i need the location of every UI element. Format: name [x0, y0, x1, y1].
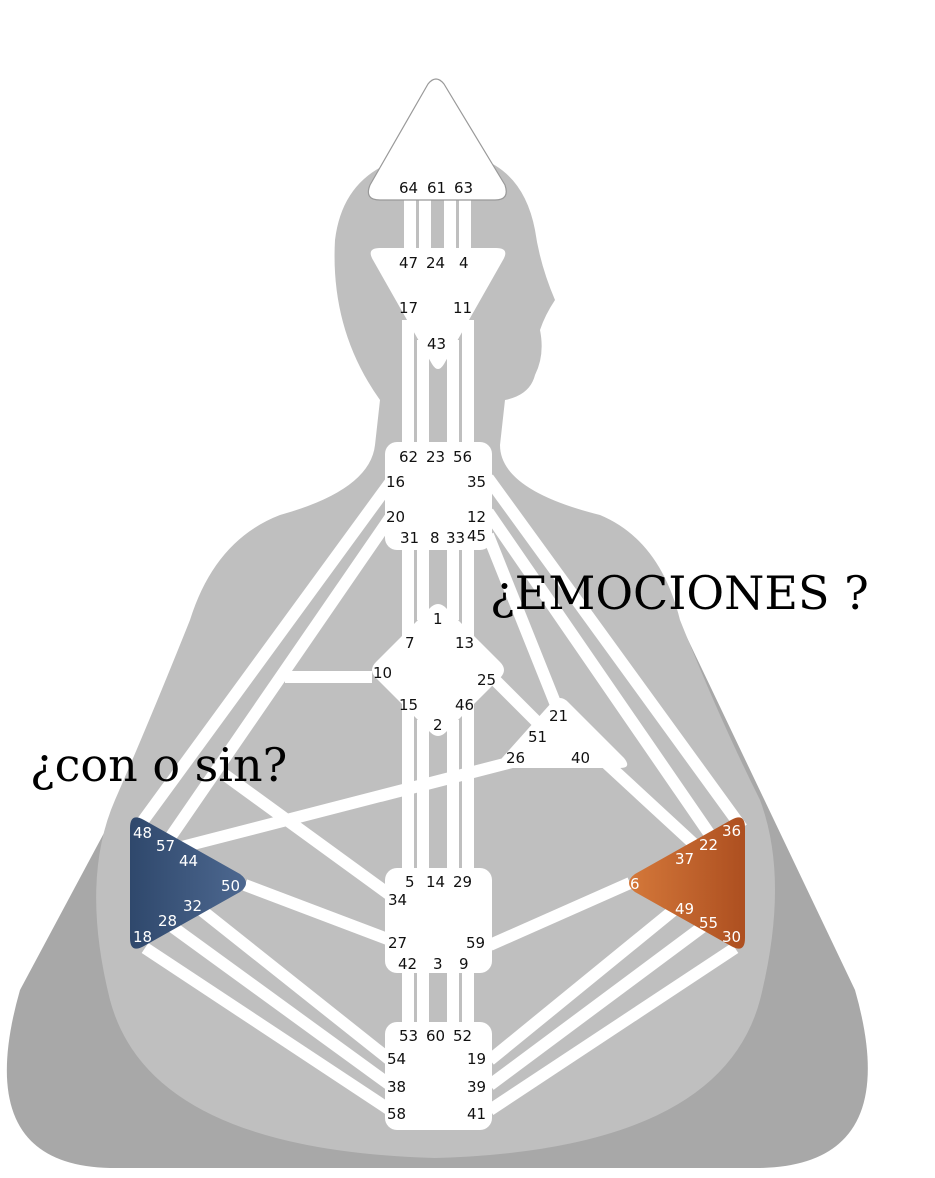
gate: 48 — [133, 824, 152, 842]
gate: 10 — [373, 664, 392, 682]
gate: 20 — [386, 508, 405, 526]
gate: 39 — [467, 1078, 486, 1096]
gate-labels: 64 61 63 47 24 4 17 11 43 62 23 56 16 35… — [133, 179, 741, 1123]
gate: 35 — [467, 473, 486, 491]
gate: 47 — [399, 254, 418, 272]
gate: 16 — [386, 473, 405, 491]
gate: 44 — [179, 852, 198, 870]
ego-center — [498, 698, 628, 768]
gate: 41 — [467, 1105, 486, 1123]
gate: 21 — [549, 707, 568, 725]
gate: 2 — [433, 716, 443, 734]
gate: 29 — [453, 873, 472, 891]
gate: 33 — [446, 529, 465, 547]
gate: 14 — [426, 873, 445, 891]
gate: 24 — [426, 254, 445, 272]
gate: 56 — [453, 448, 472, 466]
gate: 60 — [426, 1027, 445, 1045]
gate: 51 — [528, 728, 547, 746]
root-center — [385, 1022, 492, 1130]
gate: 4 — [459, 254, 469, 272]
gate: 53 — [399, 1027, 418, 1045]
gate: 23 — [426, 448, 445, 466]
spleen-center — [130, 817, 246, 949]
gate: 45 — [467, 527, 486, 545]
gate: 46 — [455, 696, 474, 714]
gate: 59 — [466, 934, 485, 952]
gate: 43 — [427, 335, 446, 353]
gate: 11 — [453, 299, 472, 317]
gate: 17 — [399, 299, 418, 317]
gate: 55 — [699, 914, 718, 932]
gate: 58 — [387, 1105, 406, 1123]
gate: 18 — [133, 928, 152, 946]
gate: 3 — [433, 955, 443, 973]
gate: 12 — [467, 508, 486, 526]
gate: 28 — [158, 912, 177, 930]
gate: 57 — [156, 837, 175, 855]
gate: 49 — [675, 900, 694, 918]
gate: 31 — [400, 529, 419, 547]
gate: 42 — [398, 955, 417, 973]
gate: 22 — [699, 836, 718, 854]
gate: 27 — [388, 934, 407, 952]
gate: 38 — [387, 1078, 406, 1096]
gate: 6 — [630, 875, 640, 893]
gate: 50 — [221, 877, 240, 895]
gate: 36 — [722, 822, 741, 840]
gate: 8 — [430, 529, 440, 547]
gate: 5 — [405, 873, 415, 891]
gate: 40 — [571, 749, 590, 767]
gate: 34 — [388, 891, 407, 909]
gate: 52 — [453, 1027, 472, 1045]
gate: 64 — [399, 179, 418, 197]
g-center — [372, 604, 504, 736]
gate: 26 — [506, 749, 525, 767]
head-center[interactable] — [367, 78, 507, 201]
gate: 30 — [722, 928, 741, 946]
gate: 13 — [455, 634, 474, 652]
gate: 7 — [405, 634, 415, 652]
gate: 15 — [399, 696, 418, 714]
gate: 37 — [675, 850, 694, 868]
channels — [135, 200, 747, 1116]
solar-plexus-center — [629, 817, 745, 949]
left-question-annotation: ¿con o sin? — [30, 738, 288, 792]
right-question-annotation: ¿EMOCIONES ? — [490, 566, 869, 620]
gate: 32 — [183, 897, 202, 915]
gate: 54 — [387, 1050, 406, 1068]
sacral-center — [385, 868, 492, 973]
gate: 9 — [459, 955, 469, 973]
gate: 25 — [477, 671, 496, 689]
ajna-center — [370, 248, 506, 369]
gate: 1 — [433, 610, 443, 628]
gate: 62 — [399, 448, 418, 466]
gate: 19 — [467, 1050, 486, 1068]
gate: 63 — [454, 179, 473, 197]
gate: 61 — [427, 179, 446, 197]
throat-center — [385, 442, 492, 550]
